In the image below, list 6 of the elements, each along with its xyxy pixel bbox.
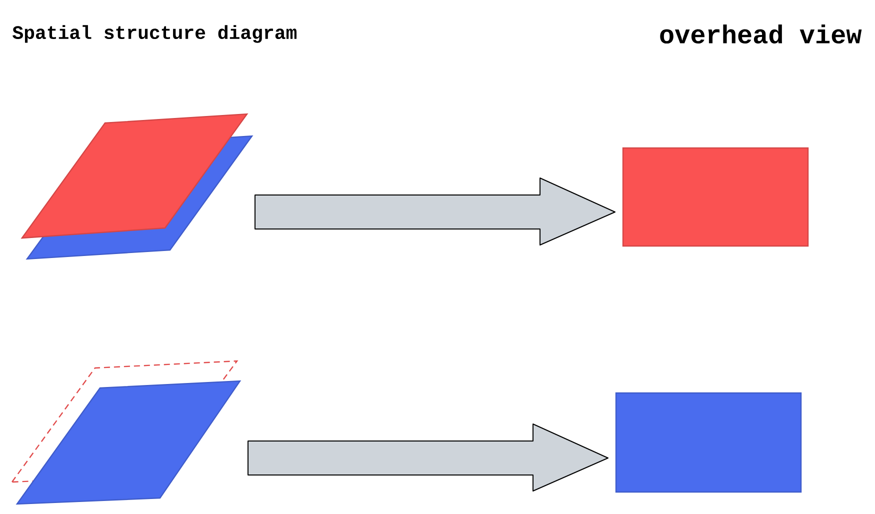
heading: Spatial structure diagram: [12, 25, 296, 43]
block-arrow: [248, 424, 608, 492]
rectangle-shape: [622, 147, 809, 247]
block-arrow: [254, 178, 616, 246]
heading: overhead view: [660, 24, 862, 44]
rectangle-shape: [615, 392, 802, 493]
